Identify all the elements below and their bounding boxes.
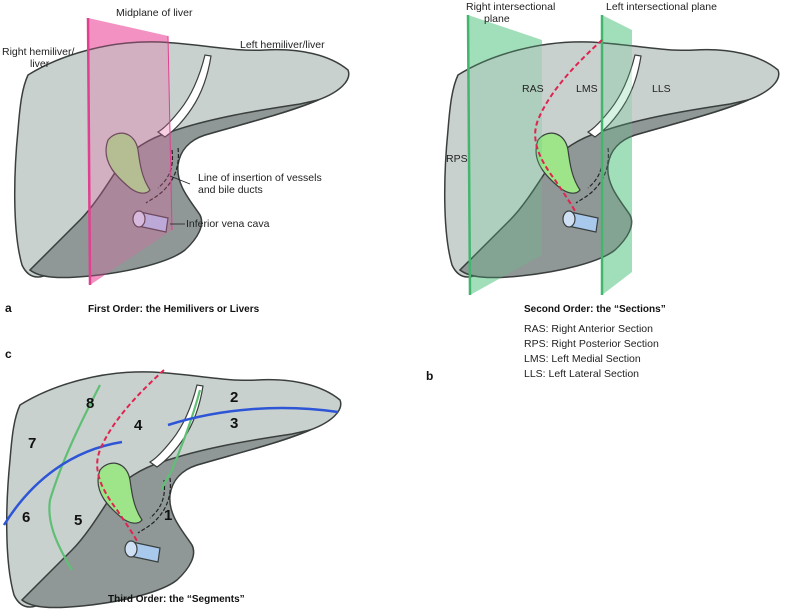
vena-cava-label: Inferior vena cava [186, 218, 270, 230]
right-plane-label-1: Right intersectional [466, 1, 555, 13]
segment-5: 5 [74, 512, 82, 529]
panel-b-letter: b [426, 369, 433, 383]
panel-b-caption: Second Order: the “Sections” [524, 304, 666, 315]
left-section-line [160, 389, 202, 491]
segment-2: 2 [230, 389, 238, 406]
legend-ras: RAS: Right Anterior Section [524, 323, 653, 335]
middle-plane-line-c [96, 369, 165, 544]
segment-6: 6 [22, 509, 30, 526]
section-lms: LMS [576, 83, 598, 95]
right-plane-label-2: plane [484, 13, 510, 25]
insertion-line-label-1: Line of insertion of vessels [198, 172, 322, 184]
segment-1: 1 [164, 507, 172, 524]
midplane-label: Midplane of liver [116, 7, 193, 19]
legend-rps: RPS: Right Posterior Section [524, 338, 659, 350]
legend-lms: LMS: Left Medial Section [524, 353, 641, 365]
left-plane-label: Left intersectional plane [606, 1, 717, 13]
right-portal-line [2, 440, 123, 526]
left-portal-line [167, 406, 339, 427]
panel-a-caption: First Order: the Hemilivers or Livers [88, 304, 260, 315]
panel-c-caption: Third Order: the “Segments” [108, 594, 245, 605]
panel-c-letter-top: c [5, 347, 12, 361]
legend-lls: LLS: Left Lateral Section [524, 368, 639, 380]
right-hemiliver-label-2: liver [30, 58, 50, 70]
segment-8: 8 [86, 395, 94, 412]
left-hemiliver-label: Left hemiliver/liver [240, 39, 325, 51]
segment-3: 3 [230, 415, 238, 432]
section-rps: RPS [446, 153, 468, 165]
panel-b: Right intersectional plane Left intersec… [443, 1, 780, 296]
middle-plane-line [534, 39, 603, 214]
panel-a: Midplane of liver Right hemiliver/ liver… [2, 7, 350, 315]
section-lls: LLS [652, 83, 671, 95]
right-section-line [48, 384, 101, 571]
liver-a [13, 41, 350, 279]
insertion-line-label-2: and bile ducts [198, 184, 263, 196]
panel-a-letter: a [5, 301, 12, 315]
panel-c: 1 2 3 4 5 6 7 8 [2, 369, 342, 609]
section-ras: RAS [522, 83, 544, 95]
segment-4: 4 [134, 417, 143, 434]
right-hemiliver-label-1: Right hemiliver/ [2, 46, 74, 58]
segment-7: 7 [28, 435, 36, 452]
